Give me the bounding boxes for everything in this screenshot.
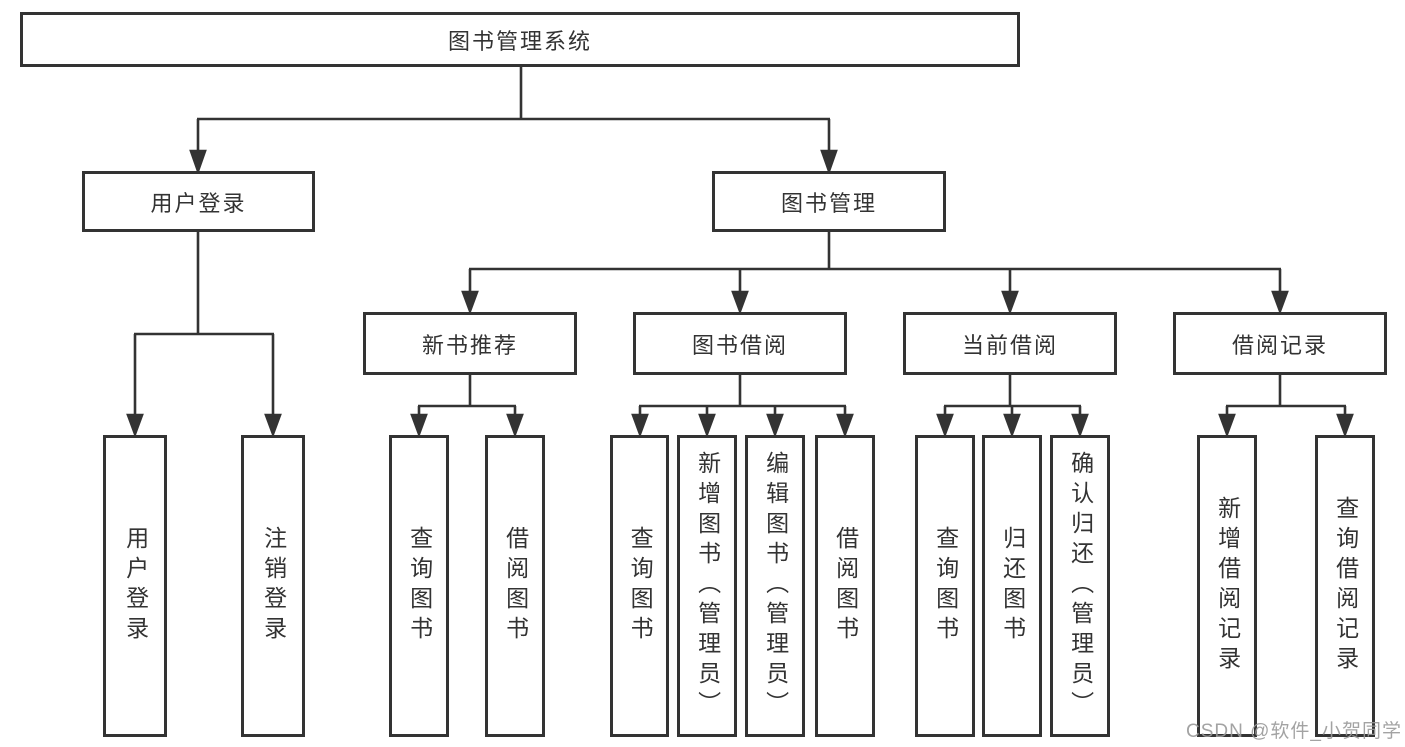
- arrowhead-current-return: [1003, 413, 1021, 438]
- leaf-current-return-books: 归还图书: [982, 435, 1042, 737]
- node-book-borrow: 图书借阅: [633, 312, 847, 375]
- arrowhead-new-book: [461, 290, 479, 315]
- leaf-current-query-books: 查询图书: [915, 435, 975, 737]
- node-new-book-recommend: 新书推荐: [363, 312, 577, 375]
- leaf-newbook-borrow-books: 借阅图书: [485, 435, 545, 737]
- arrowhead-book-borrow: [731, 290, 749, 315]
- arrowhead-leaf-logout: [264, 413, 282, 438]
- arrowhead-current-query: [936, 413, 954, 438]
- arrowhead-current-confirm: [1071, 413, 1089, 438]
- leaf-borrow-edit-books-admin: 编辑图书（管理员）: [745, 435, 805, 737]
- arrowhead-borrow-records: [1271, 290, 1289, 315]
- arrowhead-current-borrow: [1001, 290, 1019, 315]
- arrowhead-book-management: [820, 149, 838, 175]
- arrowhead-user-login: [189, 149, 207, 175]
- leaf-borrow-query-books: 查询图书: [610, 435, 669, 737]
- arrowhead-borrow-add: [698, 413, 716, 438]
- leaf-newbook-query-books: 查询图书: [389, 435, 449, 737]
- leaf-user-login: 用户登录: [103, 435, 167, 737]
- arrowhead-borrow-borrow: [836, 413, 854, 438]
- leaf-borrow-add-books-admin: 新增图书（管理员）: [677, 435, 737, 737]
- node-borrow-records: 借阅记录: [1173, 312, 1387, 375]
- arrowhead-borrow-edit: [766, 413, 784, 438]
- node-book-management: 图书管理: [712, 171, 946, 232]
- arrowhead-newbook-borrow: [506, 413, 524, 438]
- arrowhead-borrow-query: [631, 413, 649, 438]
- arrowhead-leaf-user-login: [126, 413, 144, 438]
- node-user-login: 用户登录: [82, 171, 315, 232]
- node-library-system: 图书管理系统: [20, 12, 1020, 67]
- leaf-records-query-record: 查询借阅记录: [1315, 435, 1375, 737]
- leaf-borrow-borrow-books: 借阅图书: [815, 435, 875, 737]
- node-current-borrow: 当前借阅: [903, 312, 1117, 375]
- arrowhead-records-query: [1336, 413, 1354, 438]
- csdn-watermark: CSDN @软件_小贺同学: [1186, 721, 1402, 742]
- arrowhead-records-add: [1218, 413, 1236, 438]
- leaf-logout: 注销登录: [241, 435, 305, 737]
- leaf-records-add-record: 新增借阅记录: [1197, 435, 1257, 737]
- arrowhead-newbook-query: [410, 413, 428, 438]
- leaf-current-confirm-return-admin: 确认归还（管理员）: [1050, 435, 1110, 737]
